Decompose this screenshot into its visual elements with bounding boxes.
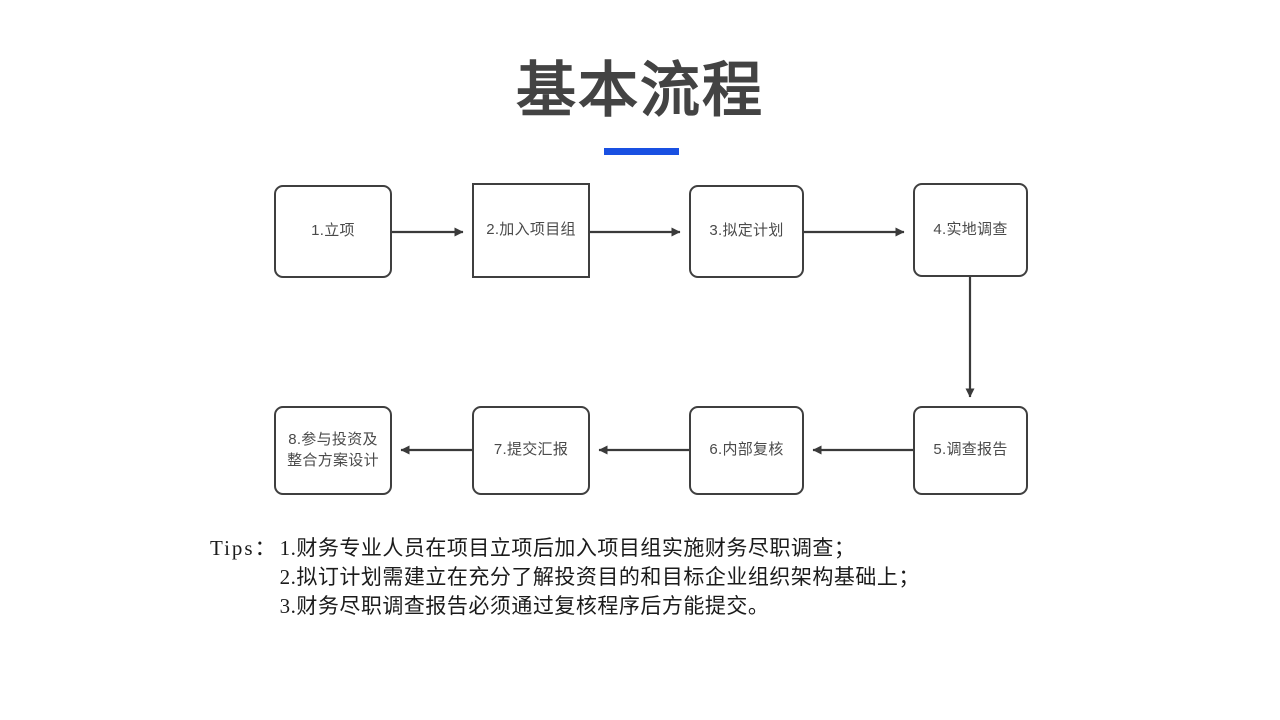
- tips-line: 2.拟订计划需建立在充分了解投资目的和目标企业组织架构基础上；: [279, 564, 920, 589]
- title-accent-rule: [604, 148, 679, 155]
- flow-node-5[interactable]: 5.调查报告: [913, 406, 1028, 495]
- tips-line-list: 1.财务专业人员在项目立项后加入项目组实施财务尽职调查； 2.拟订计划需建立在充…: [280, 534, 920, 621]
- tips-block: Tips： 1.财务专业人员在项目立项后加入项目组实施财务尽职调查； 2.拟订计…: [210, 534, 920, 621]
- tips-line: 1.财务专业人员在项目立项后加入项目组实施财务尽职调查；: [279, 536, 856, 560]
- tips-label: Tips：: [210, 536, 278, 560]
- tips-line: 3.财务尽职调查报告必须通过复核程序后方能提交。: [279, 593, 770, 618]
- flow-node-6[interactable]: 6.内部复核: [689, 406, 804, 495]
- flow-node-2[interactable]: 2.加入项目组: [472, 183, 590, 278]
- flow-node-8[interactable]: 8.参与投资及 整合方案设计: [274, 406, 392, 495]
- page-title: 基本流程: [516, 57, 764, 124]
- flow-node-3[interactable]: 3.拟定计划: [689, 185, 804, 278]
- flow-node-7[interactable]: 7.提交汇报: [472, 406, 590, 495]
- flow-node-4[interactable]: 4.实地调查: [913, 183, 1028, 277]
- flow-node-1[interactable]: 1.立项: [274, 185, 392, 278]
